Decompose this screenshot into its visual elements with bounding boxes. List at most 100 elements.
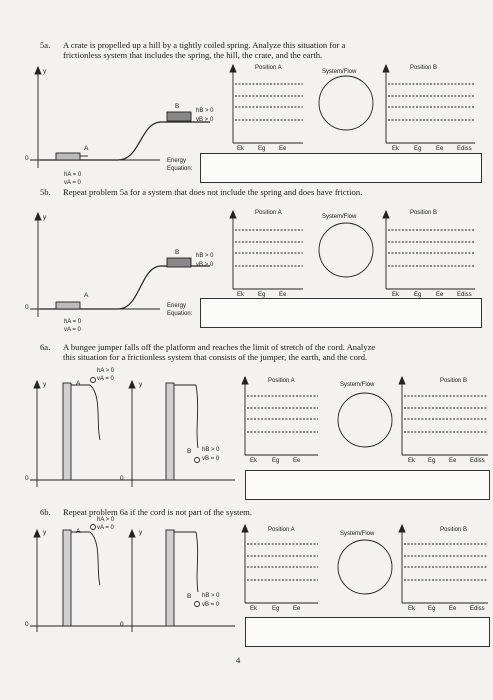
- bar-label-ek: Ek: [392, 292, 400, 298]
- axis-zero-label: 0: [25, 155, 29, 162]
- hb-label: hB > 0: [196, 108, 214, 114]
- bar-chart-6a-position-a: [241, 375, 318, 456]
- energy-equation-label: Energy: [167, 303, 187, 309]
- hill-diagram-5b: [30, 211, 210, 317]
- position-b-label: Position B: [410, 65, 438, 71]
- bar-label-eg: Eg: [272, 606, 280, 612]
- hb-label: hB > 0: [202, 593, 220, 599]
- problem-5a-number: 5a.: [40, 40, 51, 50]
- energy-equation-label-2: Equation:: [167, 311, 193, 317]
- bar-label-ediss: Ediss: [457, 146, 472, 152]
- point-b-label: B: [175, 103, 180, 110]
- point-a-label: A: [76, 380, 81, 387]
- position-b-label: Position B: [440, 378, 468, 384]
- point-a-label: A: [84, 292, 89, 299]
- hill-diagram-5a: [30, 65, 210, 168]
- bungee-diagram-6b-position-a: [30, 524, 130, 632]
- problem-6b-number: 6b.: [40, 507, 51, 517]
- axis-zero-label: 0: [120, 621, 124, 628]
- system-flow-label: System/Flow: [340, 531, 375, 537]
- va-label: vA = 0: [97, 525, 114, 531]
- bar-label-ee: Ee: [449, 458, 457, 464]
- problem-6a-text-line1: A bungee jumper falls off the platform a…: [63, 342, 376, 352]
- axis-zero-label: 0: [120, 475, 124, 482]
- bar-label-ediss: Ediss: [470, 606, 485, 612]
- point-b-label: B: [175, 249, 180, 256]
- energy-equation-5b-input[interactable]: [200, 298, 482, 328]
- vb-label: vB = 0: [202, 456, 220, 462]
- bar-label-ediss: Ediss: [470, 458, 485, 464]
- va-label: vA = 0: [64, 327, 81, 333]
- vb-label: vB = 0: [202, 602, 220, 608]
- bar-label-eg: Eg: [258, 292, 266, 298]
- bar-chart-6b-position-a: [241, 523, 318, 604]
- bar-label-ediss: Ediss: [457, 292, 472, 298]
- bar-label-ee: Ee: [436, 292, 444, 298]
- axis-zero-label: 0: [25, 621, 29, 628]
- energy-equation-label: Energy: [167, 158, 187, 164]
- point-b-label: B: [187, 448, 192, 455]
- energy-equation-5a-input[interactable]: [200, 153, 482, 183]
- bungee-diagram-6a-position-a: [30, 377, 130, 487]
- bar-chart-5b-position-b: [382, 209, 475, 290]
- axis-y-label: y: [139, 381, 143, 388]
- bar-label-ee: Ee: [436, 146, 444, 152]
- hb-label: hB > 0: [196, 253, 214, 259]
- problem-5a-text-line1: A crate is propelled up a hill by a tigh…: [63, 40, 346, 50]
- energy-equation-6b-input[interactable]: [245, 617, 490, 647]
- system-flow-circle-6b: [337, 539, 393, 595]
- point-a-label: A: [84, 145, 89, 152]
- system-flow-circle-6a: [337, 392, 393, 448]
- problem-6b-text: Repeat problem 6a if the cord is not par…: [63, 507, 253, 517]
- vb-label: vB > 0: [196, 117, 214, 123]
- bar-label-ek: Ek: [392, 146, 400, 152]
- bar-label-ek: Ek: [237, 146, 245, 152]
- position-a-label: Position A: [255, 210, 282, 216]
- problem-5a-text-line2: frictionless system that includes the sp…: [63, 50, 323, 60]
- energy-equation-label-2: Equation:: [167, 166, 193, 172]
- system-flow-circle-5a: [318, 75, 374, 131]
- position-a-label: Position A: [255, 65, 282, 71]
- page-number: 4: [236, 655, 241, 665]
- axis-y-label: y: [43, 381, 47, 388]
- bar-chart-6b-position-b: [398, 523, 488, 604]
- ha-label: hA = 0: [64, 319, 82, 325]
- bar-chart-5a-position-b: [382, 63, 475, 144]
- problem-5b-text: Repeat problem 5a for a system that does…: [63, 187, 363, 197]
- problem-5b-number: 5b.: [40, 187, 51, 197]
- bar-label-ek: Ek: [250, 458, 258, 464]
- axis-zero-label: 0: [25, 304, 29, 311]
- ha-label: hA = 0: [64, 172, 82, 178]
- bar-chart-6a-position-b: [398, 375, 488, 456]
- position-a-label: Position A: [268, 378, 295, 384]
- position-a-label: Position A: [268, 527, 295, 533]
- bar-label-eg: Eg: [414, 292, 422, 298]
- axis-zero-label: 0: [25, 475, 29, 482]
- bungee-diagram-6b-position-b: [125, 528, 235, 632]
- bar-chart-5a-position-a: [229, 63, 303, 144]
- bar-label-ek: Ek: [408, 606, 416, 612]
- bar-label-ee: Ee: [279, 292, 287, 298]
- system-flow-label: System/Flow: [340, 382, 375, 388]
- axis-y-label: y: [139, 529, 143, 536]
- ha-label: hA > 0: [97, 517, 115, 523]
- system-flow-circle-5b: [318, 222, 374, 278]
- position-b-label: Position B: [410, 210, 438, 216]
- vb-label: vB > 0: [196, 262, 214, 268]
- axis-y-label: y: [43, 214, 47, 221]
- va-label: vA = 0: [97, 376, 114, 382]
- hb-label: hB > 0: [202, 447, 220, 453]
- energy-equation-6a-input[interactable]: [245, 470, 490, 500]
- bungee-diagram-6a-position-b: [125, 379, 235, 487]
- va-label: vA = 0: [64, 180, 81, 186]
- system-flow-label: System/Flow: [322, 214, 357, 220]
- position-b-label: Position B: [440, 527, 468, 533]
- bar-chart-5b-position-a: [229, 209, 303, 290]
- point-a-label: A: [76, 528, 81, 535]
- bar-label-eg: Eg: [414, 146, 422, 152]
- system-flow-label: System/Flow: [322, 69, 357, 75]
- bar-label-ee: Ee: [293, 458, 301, 464]
- bar-label-eg: Eg: [258, 146, 266, 152]
